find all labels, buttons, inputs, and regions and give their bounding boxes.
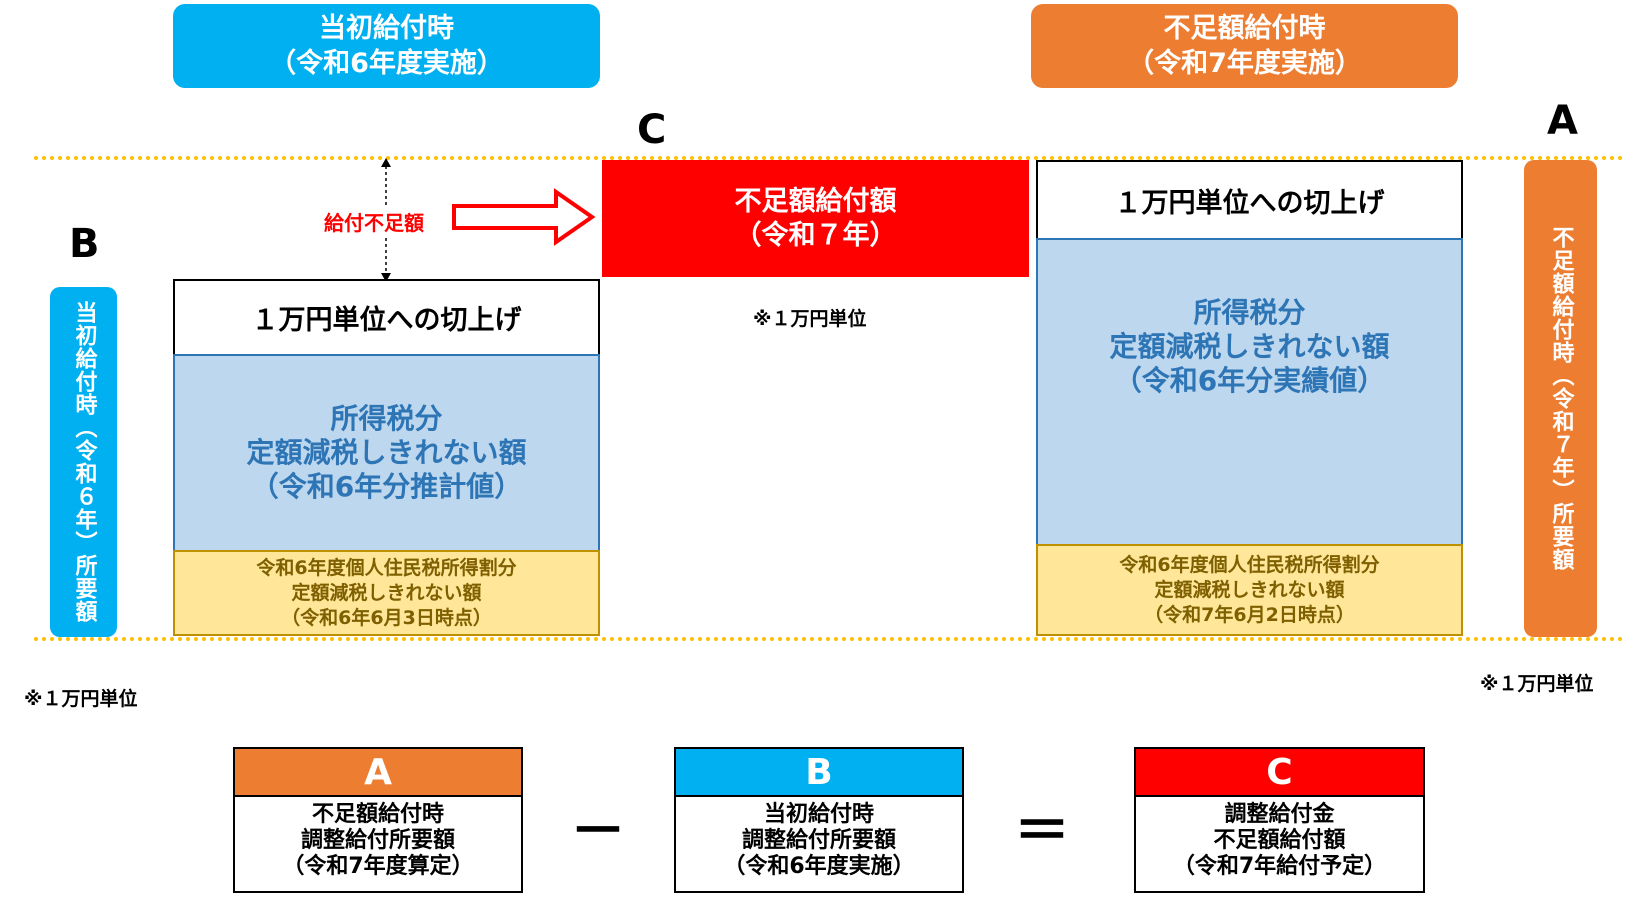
header-initial-payment: 当初給付時 （令和6年度実施） bbox=[173, 4, 600, 88]
equation-c-line1: 調整給付金 bbox=[1224, 802, 1335, 827]
shortfall-amount-line2: （令和７年） bbox=[734, 219, 897, 251]
shortfall-amount-line1: 不足額給付額 bbox=[734, 185, 897, 217]
letter-c: C bbox=[637, 107, 667, 153]
vertical-label-initial-required: 当初給付時（令和６年）所要額 bbox=[50, 287, 117, 637]
left-income-tax-line1: 所得税分 bbox=[330, 402, 443, 435]
unit-note-right: ※１万円単位 bbox=[1480, 673, 1594, 695]
left-resident-tax-line2: 定額減税しきれない額 bbox=[291, 581, 482, 604]
shortfall-label: 給付不足額 bbox=[322, 207, 426, 236]
left-income-tax-line2: 定額減税しきれない額 bbox=[246, 436, 527, 469]
equation-box-a-body: 不足額給付時 調整給付所要額 （令和7年度算定） bbox=[235, 797, 521, 880]
right-income-tax-box: 所得税分 定額減税しきれない額 （令和6年分実績値） bbox=[1036, 238, 1463, 546]
right-arrow-icon bbox=[452, 188, 596, 246]
header-shortfall-payment: 不足額給付時 （令和7年度実施） bbox=[1031, 4, 1458, 88]
right-roundup-box: １万円単位への切上げ bbox=[1036, 160, 1463, 240]
equation-a-line3: （令和7年度算定） bbox=[282, 854, 474, 879]
right-income-tax-line3: （令和6年分実績値） bbox=[1113, 364, 1386, 397]
left-resident-tax-line1: 令和6年度個人住民税所得割分 bbox=[256, 556, 517, 579]
minus-sign: － bbox=[570, 799, 626, 864]
header-shortfall-line2: （令和7年度実施） bbox=[1127, 48, 1362, 79]
top-dotted-line bbox=[34, 156, 1624, 160]
unit-note-left: ※１万円単位 bbox=[24, 688, 138, 710]
header-shortfall-line1: 不足額給付時 bbox=[1163, 13, 1326, 44]
vertical-label-shortfall-required: 不足額給付時（令和７年）所要額 bbox=[1524, 160, 1597, 637]
equation-box-c: C 調整給付金 不足額給付額 （令和7年給付予定） bbox=[1134, 747, 1425, 893]
left-resident-tax-box: 令和6年度個人住民税所得割分 定額減税しきれない額 （令和6年6月3日時点） bbox=[173, 550, 600, 636]
right-resident-tax-box: 令和6年度個人住民税所得割分 定額減税しきれない額 （令和7年6月2日時点） bbox=[1036, 544, 1463, 636]
right-income-tax-line1: 所得税分 bbox=[1193, 296, 1306, 329]
right-resident-tax-line3: （令和7年6月2日時点） bbox=[1144, 603, 1355, 626]
equation-b-line2: 調整給付所要額 bbox=[741, 828, 896, 853]
left-income-tax-box: 所得税分 定額減税しきれない額 （令和6年分推計値） bbox=[173, 354, 600, 552]
equation-box-b-header: B bbox=[676, 749, 962, 797]
right-income-tax-line2: 定額減税しきれない額 bbox=[1109, 330, 1390, 363]
equation-box-c-header: C bbox=[1136, 749, 1423, 797]
right-resident-tax-line2: 定額減税しきれない額 bbox=[1154, 578, 1345, 601]
right-resident-tax-line1: 令和6年度個人住民税所得割分 bbox=[1119, 553, 1380, 576]
shortfall-amount-box: 不足額給付額 （令和７年） bbox=[602, 160, 1029, 277]
left-resident-tax-line3: （令和6年6月3日時点） bbox=[281, 606, 492, 629]
letter-b: B bbox=[69, 221, 100, 267]
equation-b-line3: （令和6年度実施） bbox=[723, 854, 915, 879]
bottom-dotted-line bbox=[34, 637, 1624, 641]
letter-a: A bbox=[1547, 98, 1578, 144]
header-initial-line1: 当初給付時 bbox=[319, 13, 454, 44]
equation-box-b-body: 当初給付時 調整給付所要額 （令和6年度実施） bbox=[676, 797, 962, 880]
equation-box-b: B 当初給付時 調整給付所要額 （令和6年度実施） bbox=[674, 747, 964, 893]
equation-c-line2: 不足額給付額 bbox=[1213, 828, 1346, 853]
equals-sign: ＝ bbox=[1014, 799, 1070, 864]
equation-box-c-body: 調整給付金 不足額給付額 （令和7年給付予定） bbox=[1136, 797, 1423, 880]
equation-box-a: A 不足額給付時 調整給付所要額 （令和7年度算定） bbox=[233, 747, 523, 893]
equation-b-line1: 当初給付時 bbox=[763, 802, 874, 827]
equation-a-line1: 不足額給付時 bbox=[311, 802, 444, 827]
equation-a-line2: 調整給付所要額 bbox=[300, 828, 455, 853]
left-roundup-box: １万円単位への切上げ bbox=[173, 279, 600, 356]
left-income-tax-line3: （令和6年分推計値） bbox=[250, 470, 523, 503]
unit-note-center: ※１万円単位 bbox=[753, 308, 867, 330]
header-initial-line2: （令和6年度実施） bbox=[269, 48, 504, 79]
equation-c-line3: （令和7年給付予定） bbox=[1172, 854, 1387, 879]
equation-box-a-header: A bbox=[235, 749, 521, 797]
